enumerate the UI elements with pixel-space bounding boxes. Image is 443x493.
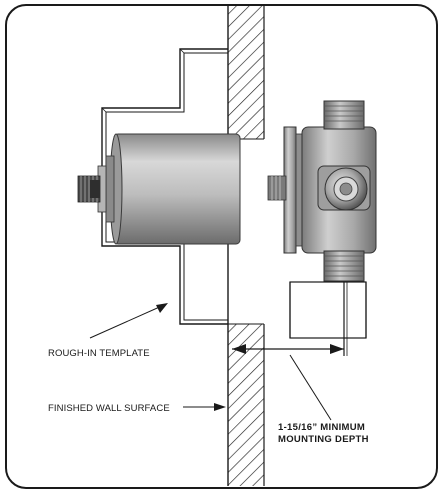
finished-wall-surface-label: FINISHED WALL SURFACE bbox=[48, 403, 170, 414]
depth-dimension bbox=[232, 344, 344, 354]
depth-label-line2: MOUNTING DEPTH bbox=[278, 434, 369, 445]
wall-section bbox=[227, 6, 265, 486]
valve-body bbox=[267, 126, 377, 254]
bottom-pipe-fitting bbox=[323, 250, 365, 282]
valve-cartridge bbox=[97, 133, 241, 245]
rough-in-template-label: ROUGH-IN TEMPLATE bbox=[48, 348, 150, 359]
leader-lines bbox=[89, 303, 332, 421]
plaster-guard bbox=[289, 281, 367, 356]
wall-hatch-top bbox=[228, 6, 264, 139]
valve-stem bbox=[77, 175, 101, 203]
depth-label-line1: 1-15/16” MINIMUM bbox=[278, 422, 365, 433]
rough-in-leader bbox=[89, 304, 165, 339]
depth-leader bbox=[289, 354, 332, 421]
top-pipe-fitting bbox=[323, 100, 365, 130]
